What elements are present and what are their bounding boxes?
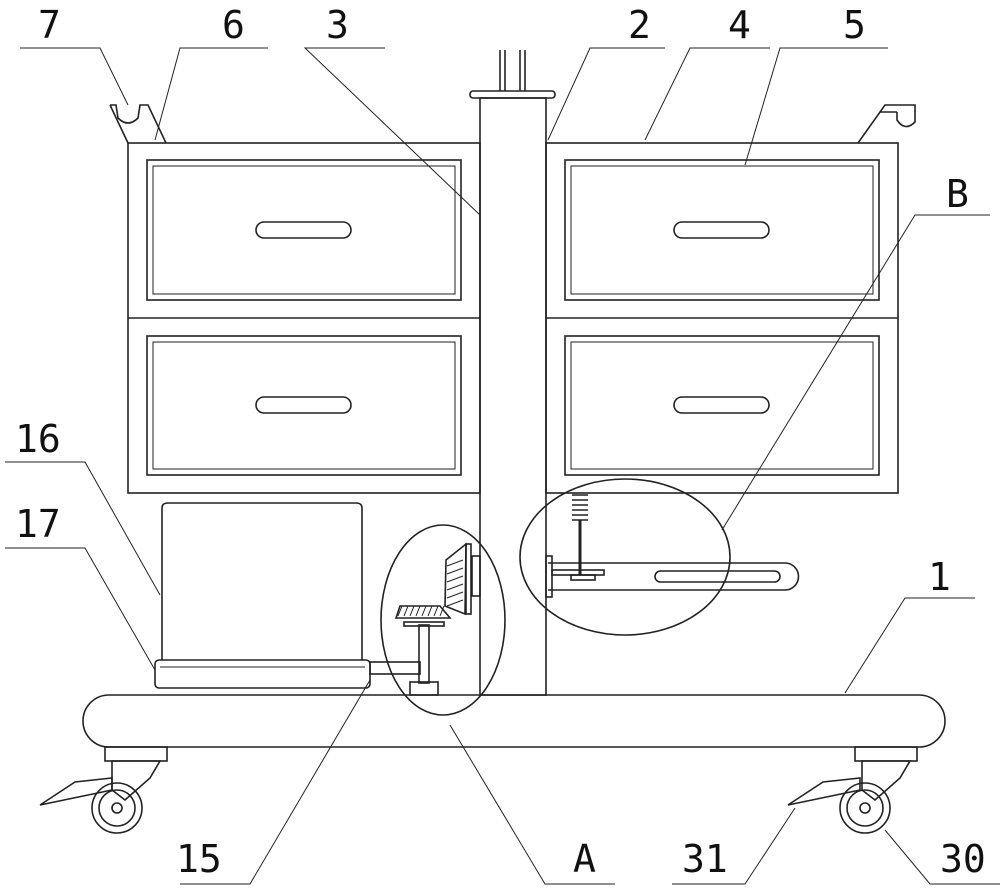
label-3: 3 xyxy=(326,3,349,47)
label-5: 5 xyxy=(843,3,866,47)
hook-left xyxy=(109,104,167,144)
cabinet-left xyxy=(127,142,481,494)
drawer-handle[interactable] xyxy=(255,396,352,414)
center-pole xyxy=(469,50,556,696)
caster-right xyxy=(787,746,918,834)
label-4: 4 xyxy=(728,3,751,47)
hook-right xyxy=(857,104,916,144)
label-6: 6 xyxy=(222,3,245,47)
cabinet-right xyxy=(545,142,899,494)
label-7: 7 xyxy=(38,3,61,47)
caster-left xyxy=(39,746,168,834)
detail-circle-b xyxy=(519,478,731,636)
label-30: 30 xyxy=(940,837,986,881)
drawer-handle[interactable] xyxy=(673,221,770,239)
storage-box xyxy=(161,502,363,660)
label-1: 1 xyxy=(928,555,951,599)
drawer-handle[interactable] xyxy=(673,396,770,414)
label-17: 17 xyxy=(15,502,61,546)
slot-mechanism xyxy=(545,494,800,598)
tray xyxy=(154,659,371,689)
label-b: B xyxy=(946,172,969,216)
label-2: 2 xyxy=(628,3,651,47)
base-frame xyxy=(82,694,946,748)
leader-lines xyxy=(5,47,1000,885)
label-15: 15 xyxy=(176,837,222,881)
detail-circle-a xyxy=(380,524,506,716)
drawer-handle[interactable] xyxy=(255,221,352,239)
gear-mechanism xyxy=(369,542,481,696)
label-31: 31 xyxy=(682,837,728,881)
label-a: A xyxy=(573,837,596,881)
label-16: 16 xyxy=(15,417,61,461)
